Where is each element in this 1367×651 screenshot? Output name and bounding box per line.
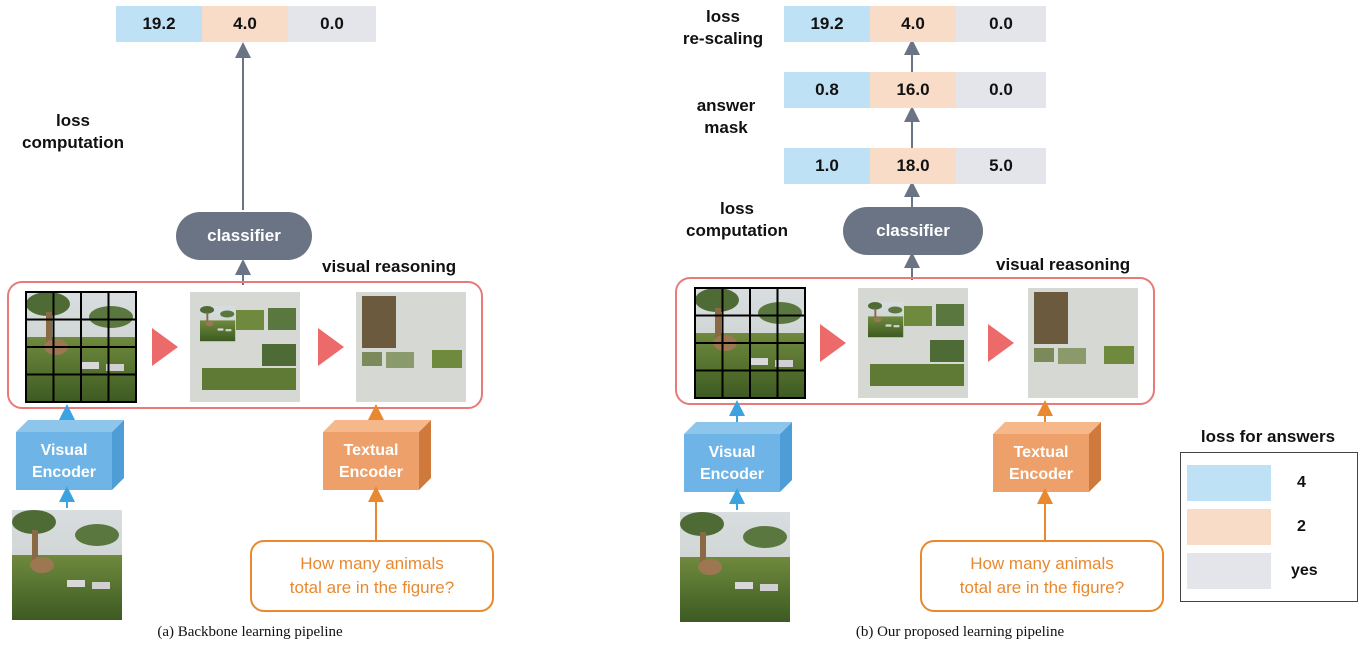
score-a-answer-4: 19.2 bbox=[116, 6, 202, 42]
legend-label-yes: yes bbox=[1291, 562, 1318, 579]
visual-encoder-line1: Visual bbox=[40, 442, 88, 459]
visual-encoder-b bbox=[684, 422, 792, 492]
textual-encoder-b-line2: Encoder bbox=[1008, 466, 1073, 483]
visual-encoder-b-line2: Encoder bbox=[699, 466, 764, 483]
caption-b: (b) Our proposed learning pipeline bbox=[855, 624, 1065, 640]
legend-swatch-4 bbox=[1187, 465, 1271, 501]
legend-label-2: 2 bbox=[1297, 518, 1306, 535]
question-line2: total are in the figure? bbox=[289, 578, 455, 597]
input-image-a bbox=[12, 510, 122, 620]
loss-computation-label-a: loss computation bbox=[18, 110, 128, 154]
visual-encoder-label-b: Visual Encoder bbox=[684, 442, 780, 486]
visual-encoder-label-a: Visual Encoder bbox=[16, 440, 112, 484]
grid-image-a bbox=[25, 291, 137, 403]
flow-triangle-b1 bbox=[820, 324, 846, 362]
raw-score-answer-yes: 5.0 bbox=[956, 148, 1046, 184]
loss-label-line2: computation bbox=[22, 133, 124, 152]
loss-label-line1: loss bbox=[55, 111, 91, 130]
textual-encoder-b-line1: Textual bbox=[1013, 444, 1069, 461]
rescaled-score-answer-yes: 0.0 bbox=[956, 6, 1046, 42]
attention-image-a1 bbox=[190, 292, 300, 402]
raw-score-answer-4: 1.0 bbox=[784, 148, 870, 184]
attention-image-b2 bbox=[1028, 288, 1138, 398]
loss-label-b-line2: computation bbox=[686, 221, 788, 240]
question-b-line2: total are in the figure? bbox=[959, 578, 1125, 597]
attention-image-b1 bbox=[858, 288, 968, 398]
flow-triangle-a1 bbox=[152, 328, 178, 366]
visual-reasoning-label-a: visual reasoning bbox=[322, 257, 457, 276]
loss-label-b-line1: loss bbox=[719, 199, 755, 218]
legend-swatch-yes bbox=[1187, 553, 1271, 589]
question-box-b: How many animals total are in the figure… bbox=[920, 540, 1164, 612]
attention-image-a2 bbox=[356, 292, 466, 402]
input-image-b bbox=[680, 512, 790, 622]
score-a-answer-2: 4.0 bbox=[202, 6, 288, 42]
mask-label-line2: mask bbox=[704, 118, 748, 137]
loss-rescaling-label: loss re-scaling bbox=[668, 6, 778, 50]
grid-image-b bbox=[694, 287, 806, 399]
visual-encoder-a bbox=[16, 420, 124, 490]
question-box-a: How many animals total are in the figure… bbox=[250, 540, 494, 612]
legend: 4 2 yes bbox=[1180, 452, 1358, 602]
textual-encoder-b bbox=[993, 422, 1101, 492]
masked-score-answer-4: 0.8 bbox=[784, 72, 870, 108]
reasoning-box-b bbox=[675, 277, 1155, 405]
legend-title: loss for answers bbox=[1200, 427, 1336, 446]
reasoning-box-a bbox=[7, 281, 483, 409]
raw-score-answer-2: 18.0 bbox=[870, 148, 956, 184]
question-line1: How many animals bbox=[300, 554, 444, 573]
flow-triangle-a2 bbox=[318, 328, 344, 366]
visual-encoder-b-line1: Visual bbox=[708, 444, 756, 461]
textual-encoder-a bbox=[323, 420, 431, 490]
answer-mask-label: answer mask bbox=[676, 95, 776, 139]
visual-reasoning-label-b: visual reasoning bbox=[996, 255, 1131, 274]
rescaled-score-answer-2: 4.0 bbox=[870, 6, 956, 42]
rescale-label-line1: loss bbox=[705, 7, 741, 26]
mask-label-line1: answer bbox=[696, 96, 756, 115]
rescaled-score-answer-4: 19.2 bbox=[784, 6, 870, 42]
legend-swatch-2 bbox=[1187, 509, 1271, 545]
caption-a: (a) Backbone learning pipeline bbox=[157, 624, 343, 640]
textual-encoder-label-b: Textual Encoder bbox=[993, 442, 1089, 486]
legend-label-4: 4 bbox=[1297, 474, 1306, 491]
question-b-line1: How many animals bbox=[970, 554, 1114, 573]
masked-score-answer-yes: 0.0 bbox=[956, 72, 1046, 108]
classifier-b: classifier bbox=[843, 207, 983, 255]
loss-computation-label-b: loss computation bbox=[672, 198, 802, 242]
textual-encoder-line2: Encoder bbox=[338, 464, 403, 481]
textual-encoder-label-a: Textual Encoder bbox=[323, 440, 419, 484]
rescale-label-line2: re-scaling bbox=[682, 29, 764, 48]
textual-encoder-line1: Textual bbox=[343, 442, 399, 459]
classifier-a: classifier bbox=[176, 212, 312, 260]
score-a-answer-yes: 0.0 bbox=[288, 6, 376, 42]
visual-encoder-line2: Encoder bbox=[31, 464, 96, 481]
flow-triangle-b2 bbox=[988, 324, 1014, 362]
masked-score-answer-2: 16.0 bbox=[870, 72, 956, 108]
